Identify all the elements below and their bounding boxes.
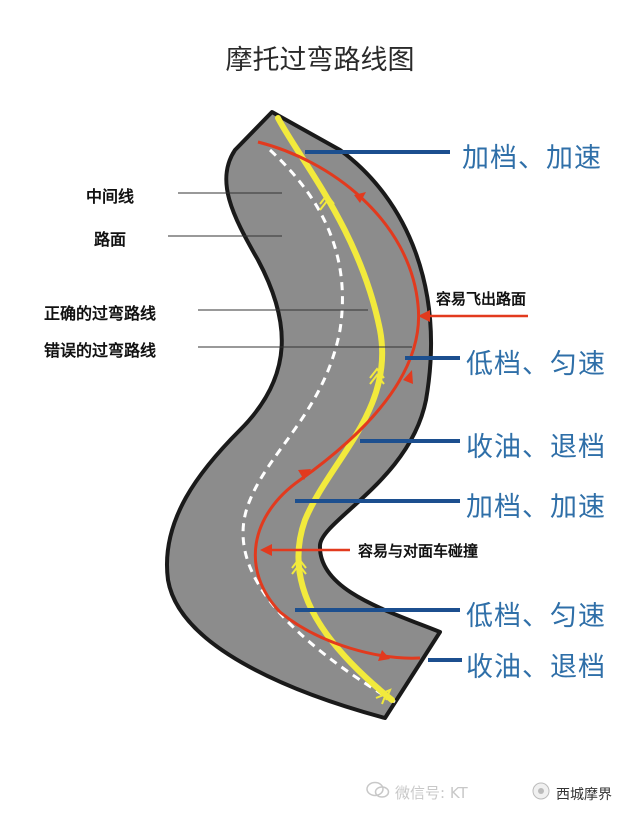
blue-callouts — [295, 150, 462, 662]
label-right-5: 低档、匀速 — [466, 601, 606, 632]
center-line — [241, 148, 401, 707]
fly-off-arrow-head — [418, 310, 430, 322]
note-collide: 容易与对面车碰撞 — [358, 542, 479, 560]
wrong-line-arrow — [403, 370, 413, 384]
label-right-4: 加档、加速 — [466, 492, 606, 523]
red-callouts — [260, 310, 528, 556]
wrong-line-arrow — [298, 469, 311, 480]
wechat-icon — [366, 781, 390, 798]
correct-line-arrows — [291, 193, 392, 705]
label-right-2: 低档、匀速 — [466, 349, 606, 380]
watermark-wechat-id: 微信号: KT — [395, 784, 468, 802]
correct-line-arrow — [319, 193, 335, 211]
wrong-line-arrow — [354, 192, 366, 203]
correct-line-arrow — [291, 557, 307, 575]
label-right-3: 收油、退档 — [466, 432, 606, 463]
diagram-title: 摩托过弯路线图 — [225, 45, 415, 76]
wrong-line — [253, 140, 421, 660]
account-logo-icon — [532, 782, 550, 800]
wrong-line-arrows — [298, 192, 413, 661]
label-right-1: 加档、加速 — [462, 143, 602, 174]
note-fly-off: 容易飞出路面 — [436, 290, 527, 308]
correct-line-arrow — [369, 367, 385, 385]
label-center-line: 中间线 — [86, 187, 135, 206]
label-right-6: 收油、退档 — [466, 652, 606, 683]
label-road-surface: 路面 — [94, 230, 127, 249]
left-leaders — [168, 192, 412, 348]
label-correct-line: 正确的过弯路线 — [44, 304, 157, 323]
wrong-line-arrow — [378, 650, 390, 661]
correct-line-arrow — [375, 688, 392, 705]
collide-arrow-head — [260, 544, 272, 556]
watermark-account: 西城摩界 — [556, 787, 612, 803]
label-wrong-line: 错误的过弯路线 — [44, 341, 157, 360]
